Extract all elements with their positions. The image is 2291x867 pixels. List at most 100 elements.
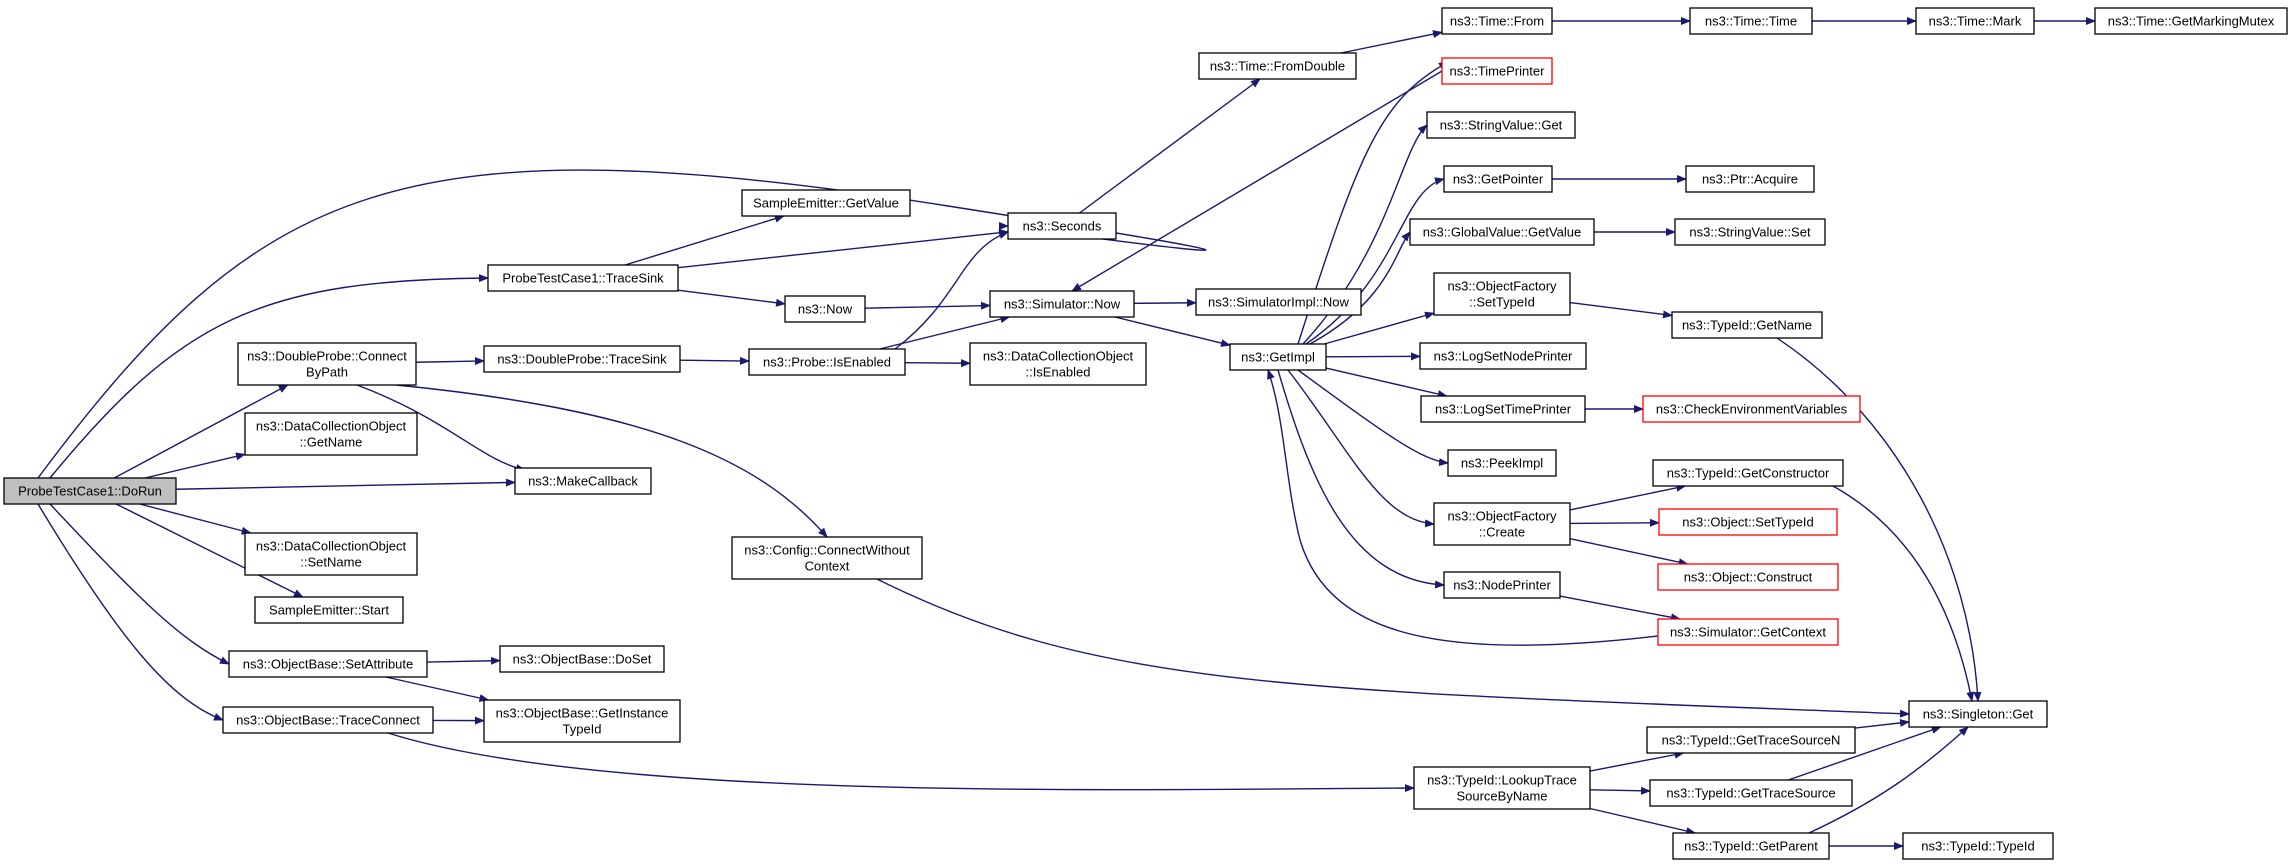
node-box [731, 536, 923, 580]
graph-node-logsettimeprinter[interactable]: ns3::LogSetTimePrinter [1420, 395, 1586, 423]
call-edge [1832, 485, 1975, 702]
graph-node-tid-getconstructor[interactable]: ns3::TypeId::GetConstructor [1652, 459, 1844, 487]
graph-node-singleton-get[interactable]: ns3::Singleton::Get [1908, 700, 2048, 728]
graph-node-checkenv[interactable]: ns3::CheckEnvironmentVariables [1642, 395, 1861, 423]
graph-node-dorun[interactable]: ProbeTestCase1::DoRun [3, 477, 177, 505]
node-box [989, 290, 1135, 318]
graph-node-of-settypeid[interactable]: ns3::ObjectFactory::SetTypeId [1433, 272, 1571, 316]
node-label: ns3::SimulatorImpl::Now [1208, 295, 1349, 310]
call-edge [356, 384, 526, 472]
graph-node-simimpl-now[interactable]: ns3::SimulatorImpl::Now [1195, 288, 1362, 316]
graph-node-tid-getname[interactable]: ns3::TypeId::GetName [1671, 311, 1823, 339]
call-edge [1569, 518, 1660, 527]
node-box [1441, 57, 1553, 85]
graph-node-sim-getcontext[interactable]: ns3::Simulator::GetContext [1657, 618, 1839, 646]
graph-node-dp-tracesink[interactable]: ns3::DoubleProbe::TraceSink [483, 345, 681, 373]
graph-node-tid-getparent[interactable]: ns3::TypeId::GetParent [1672, 832, 1830, 860]
graph-node-time-time[interactable]: ns3::Time::Time [1689, 7, 1813, 35]
graph-node-sim-now[interactable]: ns3::Simulator::Now [989, 290, 1135, 318]
node-label: ns3::Time::Time [1705, 14, 1797, 29]
graph-node-sv-get[interactable]: ns3::StringValue::Get [1426, 111, 1576, 139]
graph-node-makecallback[interactable]: ns3::MakeCallback [514, 467, 652, 495]
call-edge [1559, 595, 1681, 622]
graph-node-timeprinter[interactable]: ns3::TimePrinter [1441, 57, 1553, 85]
graph-node-seconds[interactable]: ns3::Seconds [1007, 212, 1117, 240]
graph-node-nodeprinter[interactable]: ns3::NodePrinter [1443, 571, 1561, 599]
graph-node-time-from[interactable]: ns3::Time::From [1441, 7, 1553, 35]
graph-node-gv-getvalue[interactable]: ns3::GlobalValue::GetValue [1409, 218, 1595, 246]
node-box [741, 189, 911, 217]
graph-node-dco-isenabled[interactable]: ns3::DataCollectionObject::IsEnabled [969, 342, 1147, 386]
graph-node-tid-gettracesource[interactable]: ns3::TypeId::GetTraceSource [1649, 779, 1853, 807]
node-label: ns3::Simulator::Now [1004, 297, 1121, 312]
call-edge [1569, 301, 1673, 319]
graph-node-sv-set[interactable]: ns3::StringValue::Set [1674, 218, 1826, 246]
call-edge [1776, 337, 1982, 702]
graph-node-ptr-acquire[interactable]: ns3::Ptr::Acquire [1685, 165, 1815, 193]
graph-node-ob-setattr[interactable]: ns3::ObjectBase::SetAttribute [228, 650, 428, 678]
node-label: ns3::MakeCallback [528, 474, 638, 489]
call-edge [115, 503, 304, 598]
node-label: ns3::TimePrinter [1450, 64, 1546, 79]
node-box [784, 295, 866, 323]
node-box [1657, 563, 1839, 591]
graph-node-ptc-tracesink[interactable]: ProbeTestCase1::TraceSink [487, 264, 679, 292]
node-box [969, 342, 1147, 386]
node-label: ns3::CheckEnvironmentVariables [1656, 402, 1848, 417]
graph-node-peekimpl[interactable]: ns3::PeekImpl [1447, 449, 1557, 477]
call-edge [1589, 750, 1685, 772]
graph-node-time-getmarkingmutex[interactable]: ns3::Time::GetMarkingMutex [2094, 7, 2288, 35]
graph-node-logsetnodeprinter[interactable]: ns3::LogSetNodePrinter [1419, 342, 1587, 370]
graph-node-ob-doset[interactable]: ns3::ObjectBase::DoSet [499, 645, 665, 673]
graph-node-time-mark[interactable]: ns3::Time::Mark [1915, 7, 2035, 35]
node-box [748, 348, 906, 376]
graph-node-probe-isenabled[interactable]: ns3::Probe::IsEnabled [748, 348, 906, 376]
node-label: ns3::StringValue::Get [1440, 118, 1563, 133]
graph-node-now[interactable]: ns3::Now [784, 295, 866, 323]
graph-node-se-start[interactable]: SampleEmitter::Start [254, 596, 404, 624]
call-edge [1808, 726, 1969, 834]
graph-node-dco-setname[interactable]: ns3::DataCollectionObject::SetName [244, 532, 418, 576]
node-box [1685, 165, 1815, 193]
node-box [1419, 342, 1587, 370]
node-box [1229, 343, 1327, 371]
graph-node-tid-gettracesourcen[interactable]: ns3::TypeId::GetTraceSourceN [1646, 726, 1856, 754]
call-edge [1297, 61, 1449, 345]
node-box [1447, 449, 1557, 477]
node-label: ns3::Object::SetTypeId [1682, 515, 1814, 530]
node-label: ns3::GetImpl [1241, 350, 1315, 365]
call-edge [1325, 367, 1448, 398]
call-edge [1788, 726, 1942, 781]
call-edge [395, 384, 828, 538]
graph-node-obj-settypeid[interactable]: ns3::Object::SetTypeId [1658, 508, 1838, 536]
node-box [1443, 165, 1553, 193]
graph-node-se-getvalue[interactable]: SampleEmitter::GetValue [741, 189, 911, 217]
graph-node-time-fromdouble[interactable]: ns3::Time::FromDouble [1198, 52, 1357, 80]
graph-node-of-create[interactable]: ns3::ObjectFactory::Create [1433, 502, 1571, 546]
call-edge [1309, 231, 1411, 345]
call-edge [426, 656, 501, 665]
node-label: ns3::Time::Mark [1929, 14, 2022, 29]
node-label: ::SetTypeId [1469, 295, 1535, 310]
graph-node-getpointer[interactable]: ns3::GetPointer [1443, 165, 1553, 193]
node-box [1420, 395, 1586, 423]
node-label: ns3::ObjectBase::DoSet [513, 652, 652, 667]
node-box [1652, 459, 1844, 487]
node-box [1671, 311, 1823, 339]
call-edge [1114, 316, 1231, 347]
graph-node-ob-traceconnect[interactable]: ns3::ObjectBase::TraceConnect [222, 706, 434, 734]
node-label: ::SetName [300, 555, 361, 570]
node-label: ns3::Singleton::Get [1923, 707, 2034, 722]
node-box [228, 650, 428, 678]
call-edge [139, 503, 252, 535]
graph-node-getimpl[interactable]: ns3::GetImpl [1229, 343, 1327, 371]
graph-node-obj-construct[interactable]: ns3::Object::Construct [1657, 563, 1839, 591]
graph-node-tid-typeid[interactable]: ns3::TypeId::TypeId [1902, 832, 2054, 860]
node-label: Context [805, 559, 850, 574]
graph-node-dco-getname[interactable]: ns3::DataCollectionObject::GetName [244, 412, 418, 456]
